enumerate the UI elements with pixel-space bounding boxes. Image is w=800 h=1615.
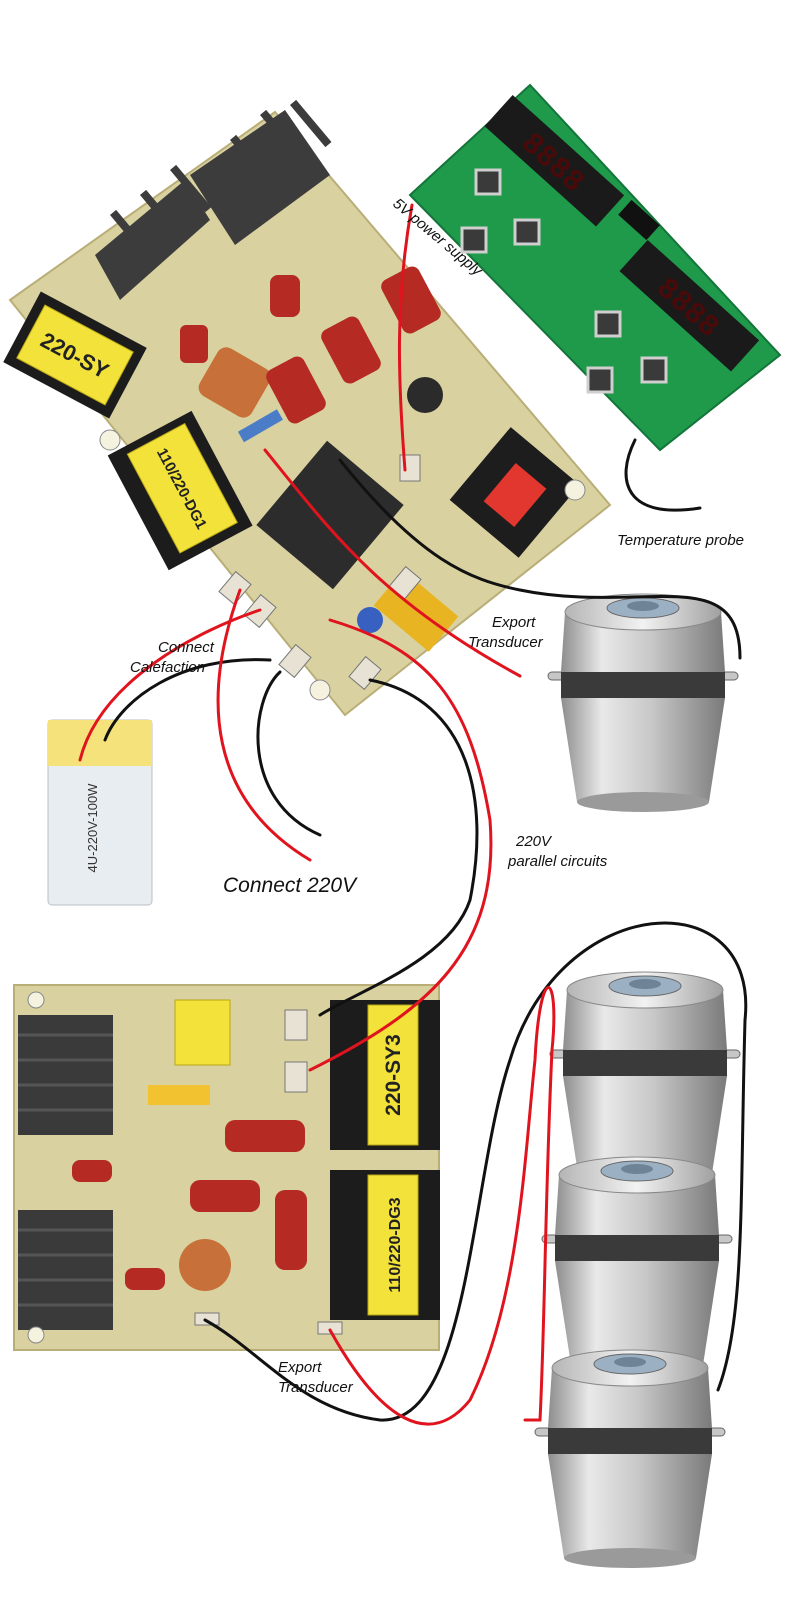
top-transformer-1: 220-SY	[3, 291, 147, 419]
control-board: 8888 8888	[408, 83, 782, 452]
bottom-heatsink-fins	[18, 1033, 113, 1307]
bottom-transformer-2-label: 110/220-DG3	[387, 1197, 404, 1292]
bottom-components	[27, 991, 307, 1344]
label-temperature-probe: Temperature probe	[617, 532, 744, 549]
top-heatsinks	[95, 99, 332, 300]
control-chip	[618, 199, 660, 241]
label-export-transducer-top-2: Transducer	[468, 634, 544, 651]
label-connect-calefaction-1: Connect	[158, 639, 215, 656]
bottom-transformer-2: 110/220-DG3	[330, 1170, 440, 1320]
transducer-2	[541, 1156, 733, 1376]
wires-red	[78, 203, 556, 1426]
top-components	[99, 266, 586, 701]
transducer-top	[547, 593, 739, 813]
wires-black	[103, 438, 748, 1422]
top-transformer-2: 110/220-DG1	[107, 410, 253, 571]
label-export-transducer-top-1: Export	[492, 614, 536, 631]
bottom-terminals	[194, 1009, 343, 1335]
bottom-transformer-1-label: 220-SY3	[382, 1034, 405, 1116]
label-parallel-1: 220V	[515, 833, 553, 850]
bottom-driver-board: 220-SY3 110/220-DG3	[13, 984, 440, 1351]
transducer-3	[534, 1349, 726, 1569]
heater-element: 4U-220V-100W	[47, 719, 153, 906]
label-connect-calefaction-2: Calefaction	[130, 659, 205, 676]
control-buttons	[460, 168, 668, 394]
label-connect-220v: Connect 220V	[223, 874, 358, 897]
label-export-transducer-bottom-2: Transducer	[278, 1379, 354, 1396]
bottom-transformer-1: 220-SY3	[330, 1000, 440, 1150]
top-driver-board: 220-SY 110/220-DG1	[3, 99, 612, 717]
label-export-transducer-bottom-1: Export	[278, 1359, 322, 1376]
label-parallel-2: parallel circuits	[507, 853, 608, 870]
heater-label: 4U-220V-100W	[85, 783, 100, 873]
